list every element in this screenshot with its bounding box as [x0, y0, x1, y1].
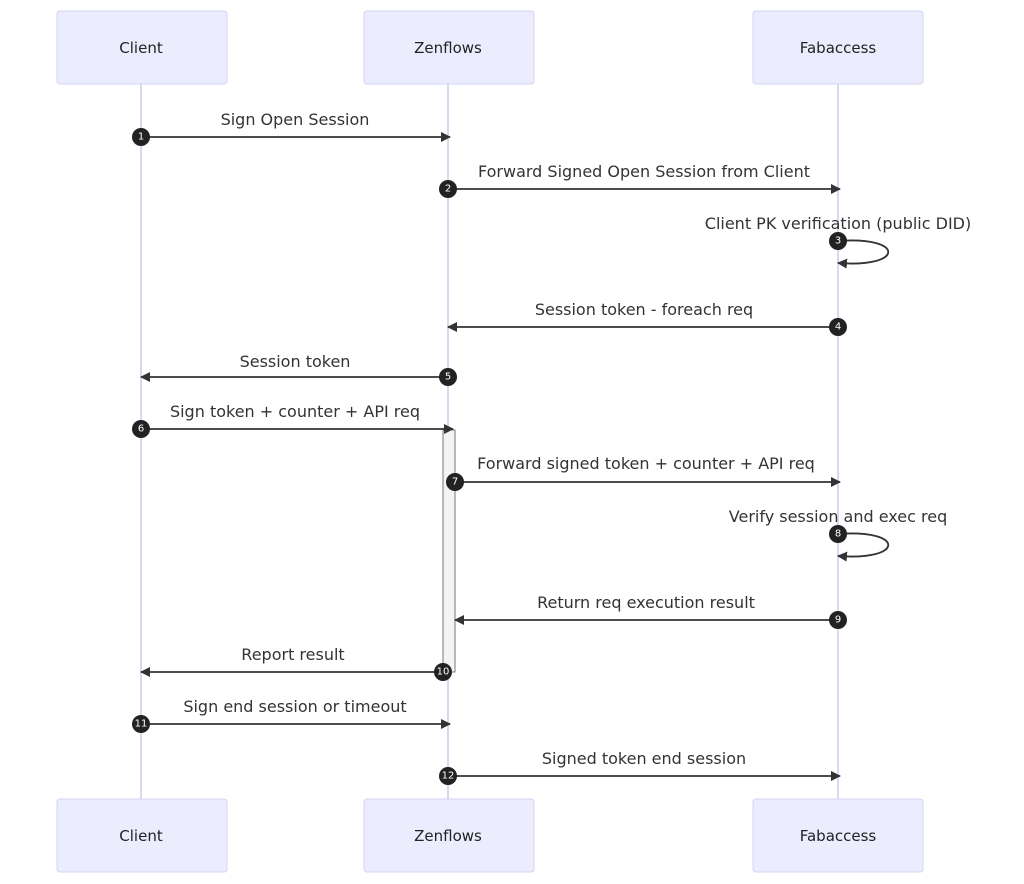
actor-label: Fabaccess	[800, 827, 877, 845]
sequence-number: 9	[835, 615, 841, 626]
message-label: Sign end session or timeout	[183, 697, 406, 716]
message-11: Sign end session or timeout 11	[132, 697, 451, 733]
sequence-number: 7	[452, 477, 458, 488]
message-4: Session token - foreach req 4	[447, 300, 847, 336]
message-label: Session token	[240, 352, 351, 371]
message-label: Sign Open Session	[221, 110, 370, 129]
message-5: Session token 5	[140, 352, 457, 386]
sequence-number: 3	[835, 236, 841, 247]
sequence-number-badge	[446, 473, 464, 491]
sequence-number: 6	[138, 424, 144, 435]
sequence-number: 2	[445, 184, 451, 195]
sequence-number: 8	[835, 529, 841, 540]
actor-label: Fabaccess	[800, 39, 877, 57]
actor-zenflows-bottom: Zenflows	[363, 798, 535, 873]
sequence-number: 5	[445, 372, 451, 383]
sequence-number: 10	[437, 667, 450, 678]
actor-label: Client	[119, 39, 163, 57]
sequence-number-badge	[132, 420, 150, 438]
sequence-number-badge	[439, 368, 457, 386]
message-3: Client PK verification (public DID) 3	[705, 214, 971, 269]
lifelines	[140, 84, 839, 800]
message-9: Return req execution result 9	[454, 593, 847, 629]
message-label: Report result	[241, 645, 344, 664]
message-label: Signed token end session	[542, 749, 746, 768]
actor-label: Client	[119, 827, 163, 845]
sequence-number-badge	[829, 232, 847, 250]
sequence-number-badge	[829, 525, 847, 543]
sequence-number-badge	[439, 180, 457, 198]
sequence-number: 1	[138, 132, 144, 143]
actor-label: Zenflows	[414, 39, 482, 57]
zenflows-activation-bar	[442, 429, 456, 673]
sequence-number: 4	[835, 322, 841, 333]
message-label: Forward Signed Open Session from Client	[478, 162, 810, 181]
sequence-number-badge	[132, 715, 150, 733]
message-6: Sign token + counter + API req 6	[132, 402, 454, 438]
sequence-number: 11	[135, 719, 148, 730]
message-label: Forward signed token + counter + API req	[477, 454, 815, 473]
message-label: Sign token + counter + API req	[170, 402, 420, 421]
message-2: Forward Signed Open Session from Client …	[439, 162, 841, 198]
message-label: Verify session and exec req	[729, 507, 947, 526]
sequence-number-badge	[434, 663, 452, 681]
actor-client-bottom: Client	[56, 798, 228, 873]
actor-zenflows-top: Zenflows	[363, 10, 535, 85]
message-7: Forward signed token + counter + API req…	[446, 454, 841, 491]
message-label: Client PK verification (public DID)	[705, 214, 971, 233]
actor-label: Zenflows	[414, 827, 482, 845]
message-label: Return req execution result	[537, 593, 755, 612]
actor-fabaccess-top: Fabaccess	[752, 10, 924, 85]
actor-fabaccess-bottom: Fabaccess	[752, 798, 924, 873]
actor-client-top: Client	[56, 10, 228, 85]
sequence-number-badge	[829, 611, 847, 629]
sequence-number-badge	[829, 318, 847, 336]
sequence-number-badge	[132, 128, 150, 146]
sequence-number: 12	[442, 771, 455, 782]
message-8: Verify session and exec req 8	[729, 507, 947, 562]
message-label: Session token - foreach req	[535, 300, 753, 319]
message-1: Sign Open Session 1	[132, 110, 451, 146]
message-10: Report result 10	[140, 645, 452, 681]
message-12: Signed token end session 12	[439, 749, 841, 785]
sequence-number-badge	[439, 767, 457, 785]
